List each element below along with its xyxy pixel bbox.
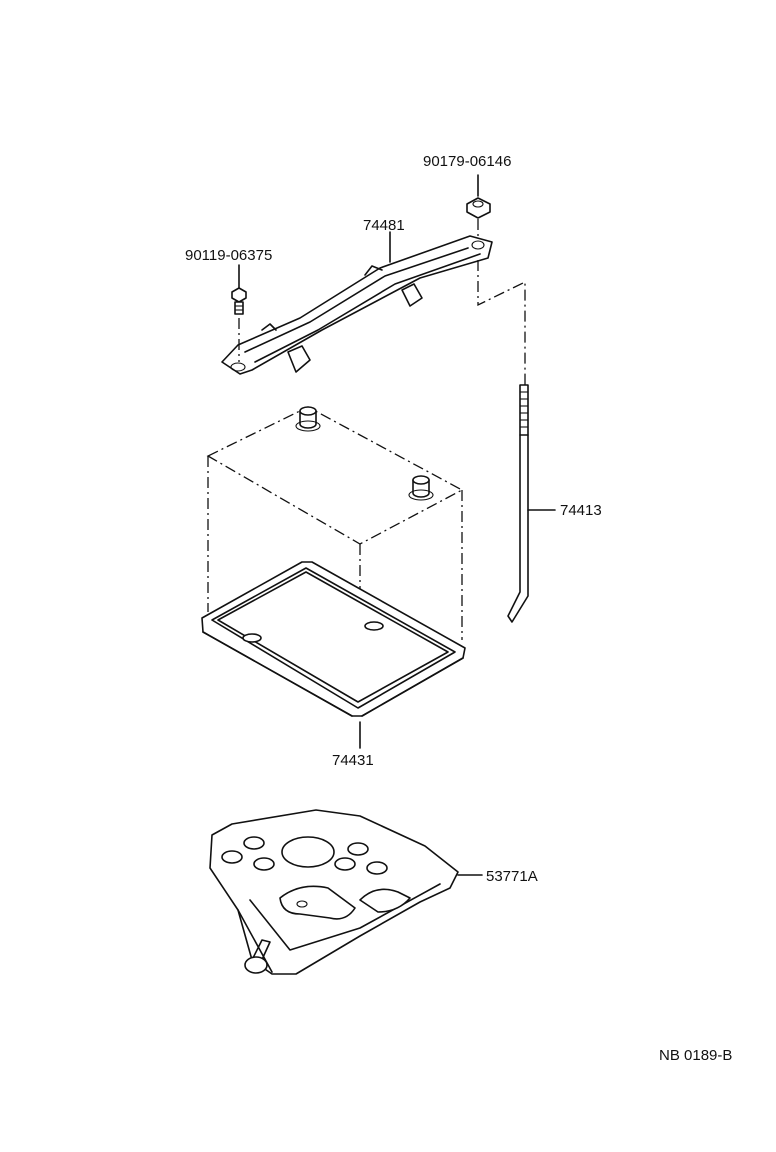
battery-clamp-part — [221, 231, 493, 375]
hold-down-rod-part — [507, 384, 556, 623]
battery-tray-part — [201, 561, 466, 749]
battery-bracket-part — [209, 809, 483, 975]
label-clamp-part-number: 74481 — [363, 217, 405, 234]
nut-part — [466, 174, 491, 240]
label-bolt-part-number: 90119-06375 — [185, 247, 272, 264]
diagram-code: NB 0189-B — [659, 1047, 732, 1064]
label-tray-part-number: 74431 — [332, 752, 374, 769]
label-rod-part-number: 74413 — [560, 502, 602, 519]
bolt-part — [231, 264, 247, 362]
battery-outline — [206, 406, 464, 705]
label-bracket-part-number: 53771A — [486, 868, 538, 885]
label-nut-part-number: 90179-06146 — [423, 153, 511, 170]
